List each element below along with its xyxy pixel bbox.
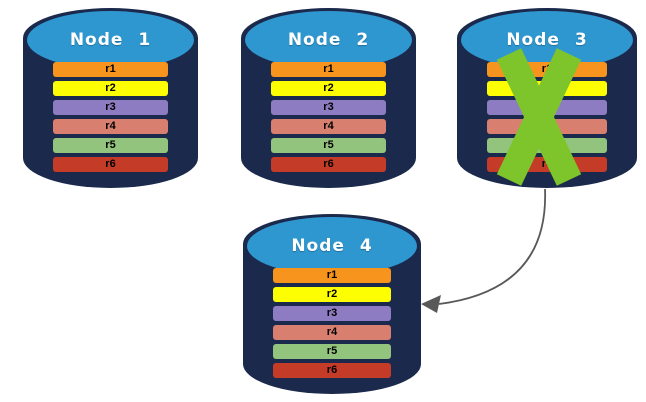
row-label: r6 (323, 158, 334, 170)
record-row: r1 (271, 62, 386, 77)
record-row: r2 (53, 81, 168, 96)
row-label: r5 (105, 139, 116, 151)
row-label: r2 (323, 82, 334, 94)
record-row: r5 (53, 138, 168, 153)
record-row: r3 (271, 100, 386, 115)
cylinder-top: Node 1 (27, 11, 194, 69)
record-row: r3 (273, 306, 391, 321)
record-row: r6 (271, 157, 386, 172)
node-title: Node 3 (506, 30, 588, 50)
record-row: r5 (271, 138, 386, 153)
row-label: r2 (105, 82, 116, 94)
row-label: r3 (105, 101, 116, 113)
record-row: r4 (53, 119, 168, 134)
row-label: r2 (326, 288, 338, 300)
db-node-2: Node 2 r1 r2 r3 r4 r5 r6 (241, 8, 416, 188)
record-row: r2 (271, 81, 386, 96)
row-label: r6 (105, 158, 116, 170)
row-label: r4 (326, 326, 338, 338)
row-label: r1 (326, 269, 338, 281)
node-title: Node 2 (287, 30, 370, 50)
record-row: r6 (273, 363, 391, 378)
row-label: r3 (326, 307, 338, 319)
row-label: r4 (323, 120, 334, 132)
failure-x-icon (496, 48, 582, 186)
record-row: r3 (53, 100, 168, 115)
arrowhead-icon (421, 295, 441, 313)
row-label: r5 (326, 345, 338, 357)
row-label: r1 (323, 63, 334, 75)
node-title: Node 1 (69, 30, 152, 50)
row-list: r1 r2 r3 r4 r5 r6 (271, 62, 386, 172)
row-list: r1 r2 r3 r4 r5 r6 (53, 62, 168, 172)
cylinder-top: Node 2 (245, 11, 412, 69)
record-row: r4 (271, 119, 386, 134)
row-label: r3 (323, 101, 334, 113)
cylinder-top: Node 4 (247, 217, 417, 275)
record-row: r2 (273, 287, 391, 302)
db-node-1: Node 1 r1 r2 r3 r4 r5 r6 (23, 8, 198, 188)
db-node-3: Node 3 r1 r2 r3 r4 r5 r6 (457, 8, 637, 188)
record-row: r1 (273, 268, 391, 283)
row-list: r1 r2 r3 r4 r5 r6 (273, 268, 391, 378)
db-node-4: Node 4 r1 r2 r3 r4 r5 r6 (243, 214, 421, 394)
row-label: r1 (105, 63, 116, 75)
row-label: r4 (105, 120, 116, 132)
row-label: r5 (323, 139, 334, 151)
node-title: Node 4 (291, 236, 373, 256)
record-row: r4 (273, 325, 391, 340)
record-row: r5 (273, 344, 391, 359)
arrow-curve (438, 188, 546, 305)
record-row: r6 (53, 157, 168, 172)
record-row: r1 (53, 62, 168, 77)
row-label: r6 (326, 364, 338, 376)
cylinder-top: Node 3 (461, 11, 633, 69)
